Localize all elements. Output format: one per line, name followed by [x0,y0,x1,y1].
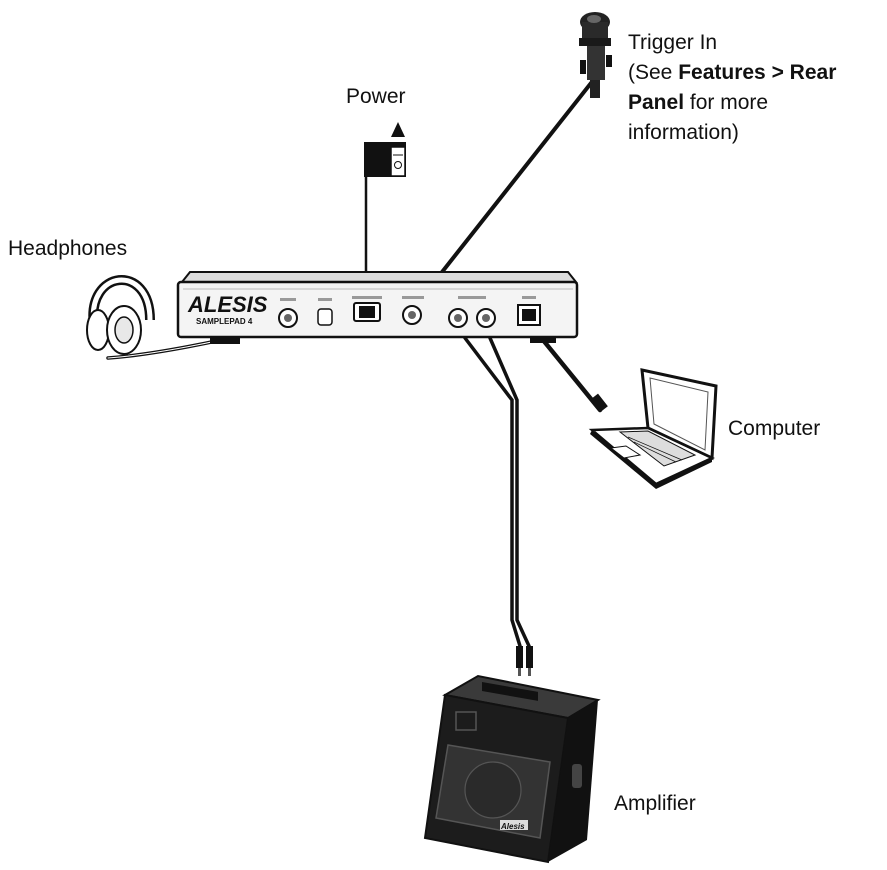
device-model-label: SAMPLEPAD 4 [196,317,253,326]
warning-icon [391,122,405,137]
volume-knob [317,298,333,326]
power-jack [352,296,382,322]
cables [106,76,603,648]
usb-port [517,296,541,326]
samplepad-device: ALESIS SAMPLEPAD 4 [176,271,579,344]
usb-cable [540,337,603,413]
trigger-title: Trigger In [628,31,718,54]
amp-brand-logo: Alesis [500,822,525,831]
trigger-in-label: Trigger In (See Features > Rear Panel fo… [628,28,836,148]
trigger-jack [402,296,424,325]
power-adapter [364,122,406,177]
output-cable-right [488,336,531,648]
headphones-label: Headphones [8,237,128,260]
amplifier: Alesis [423,646,601,864]
headphones [86,275,155,355]
output-jacks [448,296,496,328]
trigger-note-line2: (See Features > Rear [628,61,837,84]
trigger-note-line4: information) [628,121,739,144]
headphone-jack [278,298,298,328]
features-rear-link-text: Features > Rear [678,61,837,84]
power-label: Power [346,85,406,108]
trigger-sensor [579,12,612,98]
trigger-note-line3: Panel for more [628,91,769,114]
trigger-cable [418,76,597,302]
output-cable-left [463,336,522,648]
computer-label: Computer [728,417,821,440]
laptop-computer [588,368,718,489]
device-brand-logo: ALESIS [187,292,268,317]
amplifier-label: Amplifier [614,792,696,815]
